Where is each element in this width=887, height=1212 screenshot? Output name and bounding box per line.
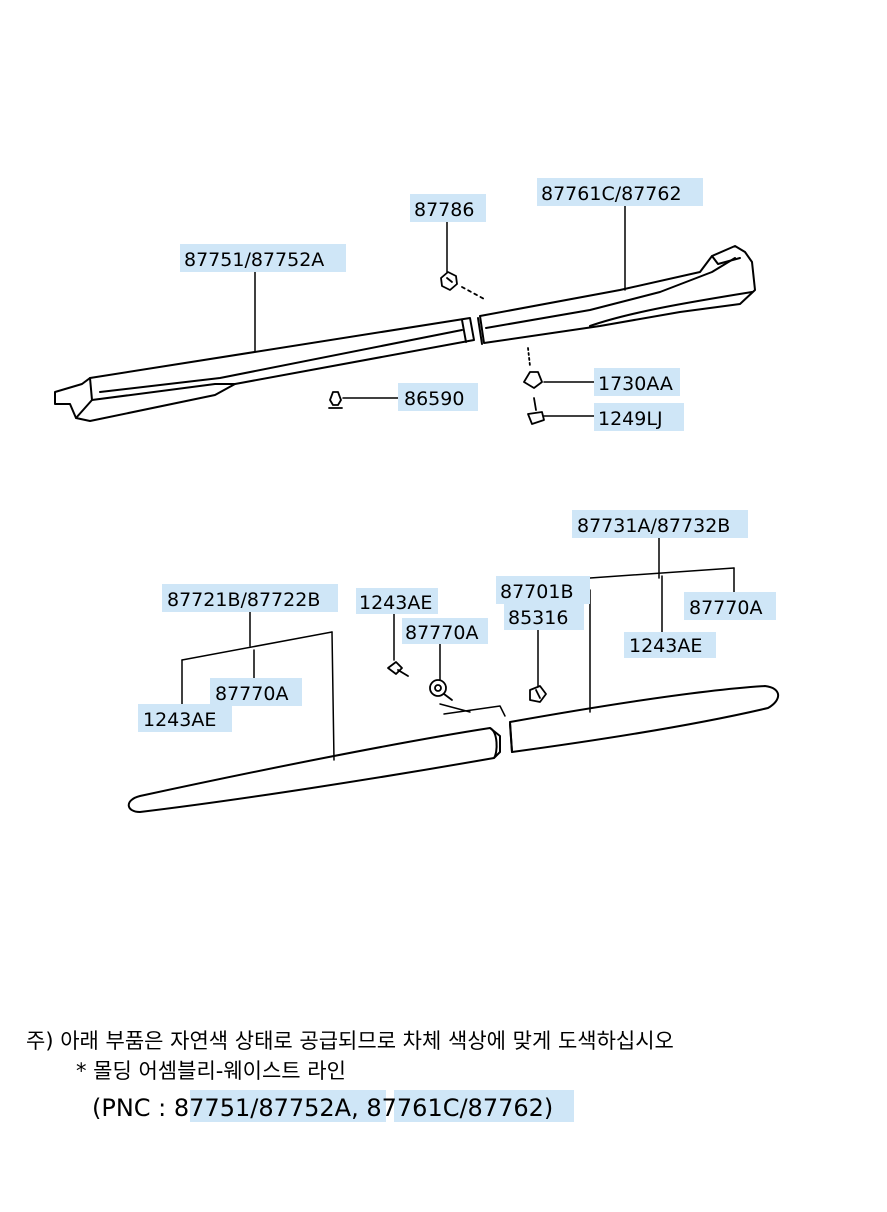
label-87701b: 87701B: [500, 581, 573, 603]
label-bg-1249lj: [594, 403, 684, 431]
label-bg-1243ae-b: [138, 704, 232, 732]
label-bg-87731a: [572, 510, 748, 538]
moulding-87761-sweep: [589, 291, 753, 327]
moulding-87761-body: [479, 245, 756, 344]
label-87761c: 87761C/87762: [541, 183, 682, 205]
label-bg-1243ae-c: [624, 632, 716, 658]
label-1243ae-b: 1243AE: [143, 709, 216, 731]
pnc-line: (PNC : 87751/87752A, 87761C/87762): [92, 1094, 553, 1122]
moulding-87721-body: [127, 727, 501, 813]
label-bg-87751: [180, 244, 346, 272]
label-1249lj: 1249LJ: [598, 408, 663, 430]
note-line1: 주) 아래 부품은 자연색 상태로 공급되므로 차체 색상에 맞게 도색하십시오: [26, 1029, 674, 1053]
moulding-87751-inner-line: [99, 329, 463, 393]
pnc-part2: 87761C/87762: [366, 1094, 544, 1122]
pnc-close: ): [544, 1094, 553, 1122]
lower-moulding-assembly: [127, 537, 780, 813]
leader-87721b-bar: [181, 631, 333, 661]
label-87721b: 87721B/87722B: [167, 589, 320, 611]
label-bg-87770a-b: [210, 678, 302, 706]
label-bg-87770a-c: [684, 592, 776, 620]
moulding-87731-body: [509, 685, 780, 753]
pnc-comma: ,: [351, 1094, 366, 1122]
lower-callouts: 87731A/87732B 87721B/87722B 1243AE 87770…: [138, 510, 776, 732]
fastener-1730aa-icon: [523, 347, 543, 389]
label-86590: 86590: [404, 388, 464, 410]
leader-87731a-bar: [589, 567, 735, 579]
label-bg-1243ae-a: [356, 588, 438, 614]
moulding-87761-inner: [485, 257, 736, 329]
bracket-guide: [439, 703, 471, 713]
pnc-bg-2: [394, 1090, 574, 1122]
label-87770a-b: 87770A: [215, 683, 288, 705]
label-85316: 85316: [508, 607, 568, 629]
label-87770a-a: 87770A: [405, 622, 478, 644]
pnc-part1: 87751/87752A: [174, 1094, 352, 1122]
nut-85316-icon: [529, 685, 547, 703]
label-bg-87701b: [496, 576, 590, 604]
label-1730aa: 1730AA: [598, 373, 673, 395]
moulding-87721-end: [489, 727, 498, 759]
moulding-87751-edge: [89, 377, 236, 401]
moulding-87751-body: [54, 317, 475, 422]
bracket-lines: [443, 705, 506, 717]
label-1243ae-c: 1243AE: [629, 635, 702, 657]
label-87731a: 87731A/87732B: [577, 515, 730, 537]
moulding-87751-end: [461, 319, 467, 343]
pnc-bg-1: [190, 1090, 386, 1122]
moulding-87731-start: [509, 723, 513, 753]
label-87751: 87751/87752A: [184, 249, 324, 271]
note-line2: * 몰딩 어셈블리-웨이스트 라인: [76, 1059, 346, 1083]
clip-87770a-icon: [429, 679, 453, 701]
screw-1249lj-icon: [527, 397, 545, 425]
upper-moulding-assembly: [54, 205, 756, 425]
screw-1243ae-icon: [387, 661, 409, 677]
label-bg-87786: [410, 194, 486, 222]
leader-87721b-part: [331, 631, 335, 761]
label-bg-85316: [504, 604, 584, 630]
label-bg-1730aa: [594, 368, 680, 396]
moulding-87761-notch: [711, 255, 741, 265]
moulding-87761-start: [477, 317, 483, 345]
label-bg-87721b: [162, 584, 338, 612]
moulding-87751-flange: [75, 399, 93, 419]
label-87770a-c: 87770A: [689, 597, 762, 619]
label-bg-86590: [398, 383, 478, 411]
label-87786: 87786: [414, 199, 474, 221]
label-bg-87770a-a: [402, 618, 488, 644]
label-bg-87761c: [537, 178, 703, 206]
clip-86590-icon: [328, 391, 343, 409]
label-1243ae-a: 1243AE: [359, 592, 432, 614]
footnote: 주) 아래 부품은 자연색 상태로 공급되므로 차체 색상에 맞게 도색하십시오…: [26, 1029, 674, 1122]
pnc-open: (PNC :: [92, 1094, 174, 1122]
upper-callouts: 87786 87761C/87762 87751/87752A 86590 17…: [180, 178, 703, 431]
clip-87786-icon: [440, 271, 487, 301]
